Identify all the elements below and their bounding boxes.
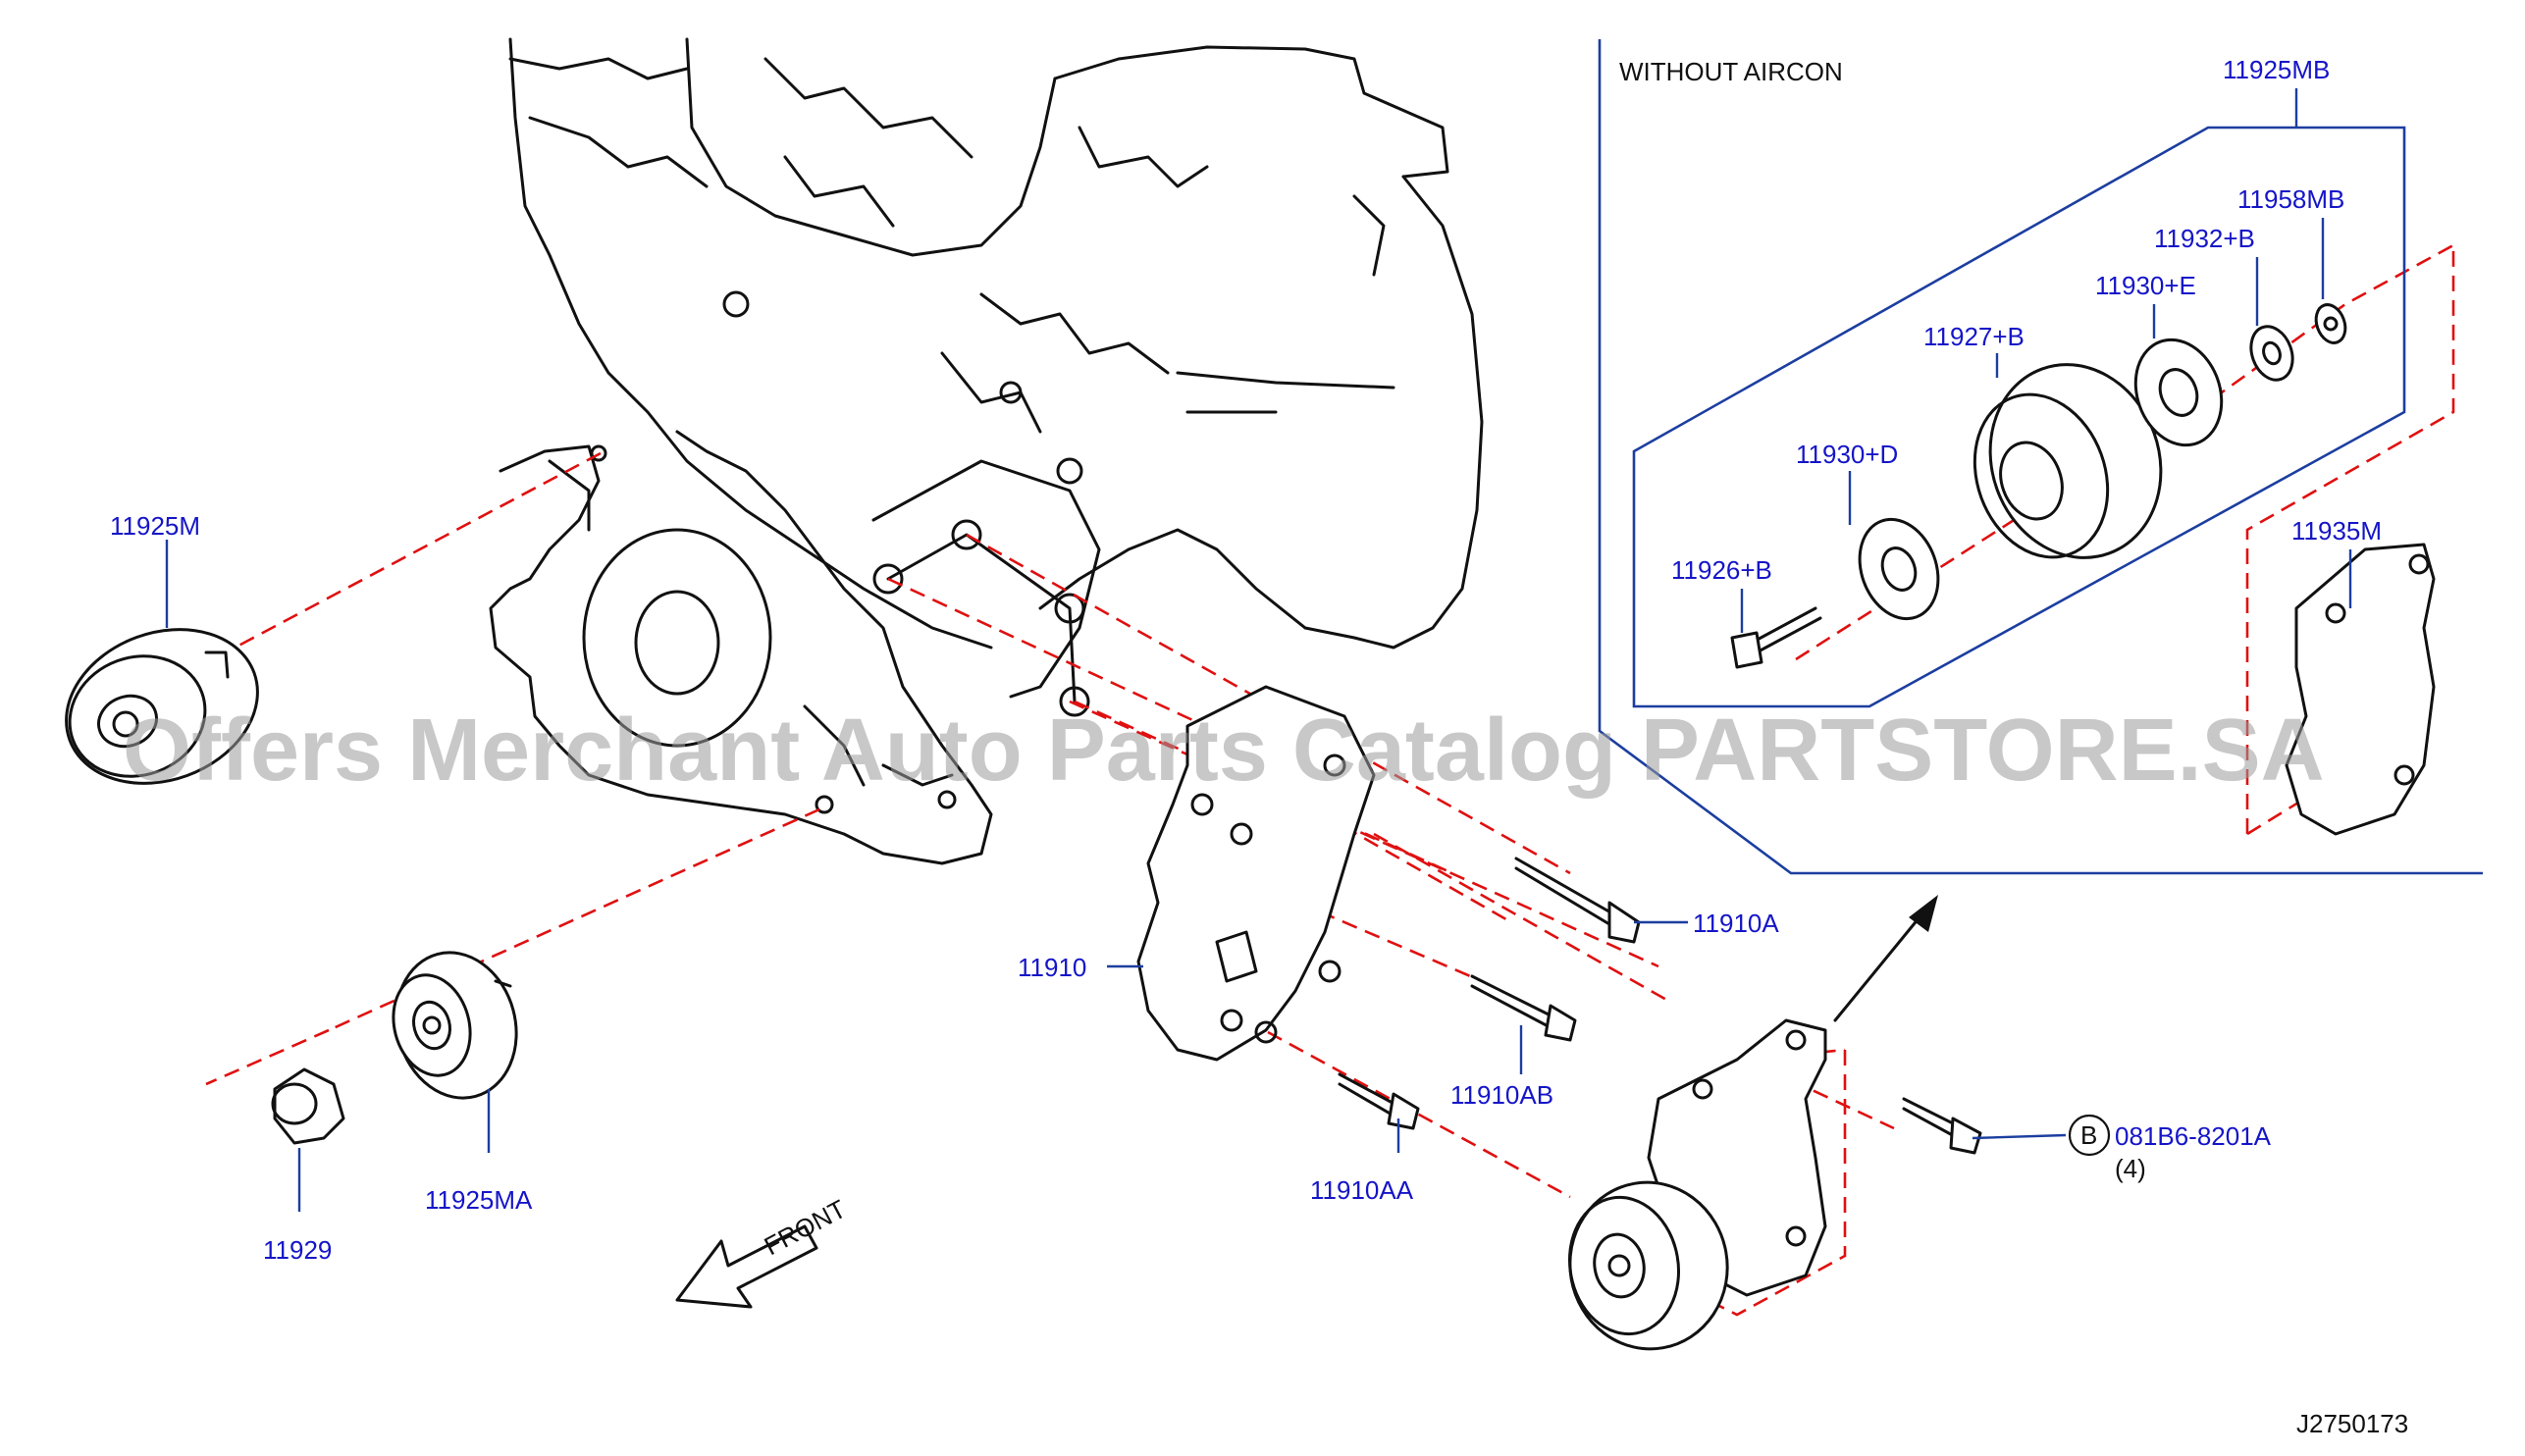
bolt-11910a xyxy=(1514,857,1641,944)
watermark: Offers Merchant Auto Parts Catalog PARTS… xyxy=(123,702,2325,800)
label-11925ma: 11925MA xyxy=(425,1185,533,1215)
pulley-11927b xyxy=(1973,363,2163,559)
engine-block xyxy=(489,37,1484,865)
label-11910aa: 11910AA xyxy=(1310,1175,1414,1205)
inset-title: WITHOUT AIRCON xyxy=(1619,57,1843,86)
label-081b6-8201a: 081B6-8201A xyxy=(2115,1121,2272,1151)
label-11958mb: 11958MB xyxy=(2237,184,2344,214)
label-11930e: 11930+E xyxy=(2095,271,2196,300)
label-ref-b: B xyxy=(2080,1120,2097,1150)
leader-lines xyxy=(165,88,2352,1212)
diagram-code: J2750173 xyxy=(2296,1409,2408,1438)
label-11926b: 11926+B xyxy=(1671,555,1772,585)
inset-frame xyxy=(1598,39,2483,875)
spacer-11932b xyxy=(2249,325,2294,382)
alternator-pulley-assembly xyxy=(1567,1018,1827,1351)
dust-cap-11929 xyxy=(271,1067,345,1145)
bolt-11910aa xyxy=(1338,1072,1420,1130)
front-arrow-icon xyxy=(675,1224,818,1309)
bracket-11935m xyxy=(2285,543,2436,836)
label-11925mb: 11925MB xyxy=(2223,55,2330,84)
label-11910: 11910 xyxy=(1018,953,1086,982)
label-11932b: 11932+B xyxy=(2154,224,2255,253)
label-11929: 11929 xyxy=(263,1235,332,1265)
bolt-11910ab xyxy=(1470,974,1577,1042)
idler-pulley-11925m xyxy=(65,628,259,785)
label-11925m: 11925M xyxy=(110,511,200,541)
bolt-11926b xyxy=(1730,606,1822,669)
washer-11930d xyxy=(1858,517,1940,621)
reference-circle-b xyxy=(2068,1114,2111,1157)
label-11927b: 11927+B xyxy=(1923,322,2025,351)
label-11935m: 11935M xyxy=(2291,516,2382,546)
direction-arrow-icon xyxy=(1833,895,1938,1022)
label-11910ab: 11910AB xyxy=(1450,1080,1553,1110)
nut-11958mb xyxy=(2314,303,2347,344)
label-081b6-qty: (4) xyxy=(2115,1154,2146,1183)
bolt-081b6-8201a xyxy=(1902,1097,1982,1155)
bracket-11910 xyxy=(1136,685,1376,1062)
label-11910a: 11910A xyxy=(1693,909,1779,938)
label-11930d: 11930+D xyxy=(1796,440,1898,469)
tensioner-pulley-11925ma xyxy=(392,951,518,1100)
bearing-11930e xyxy=(2133,338,2224,447)
